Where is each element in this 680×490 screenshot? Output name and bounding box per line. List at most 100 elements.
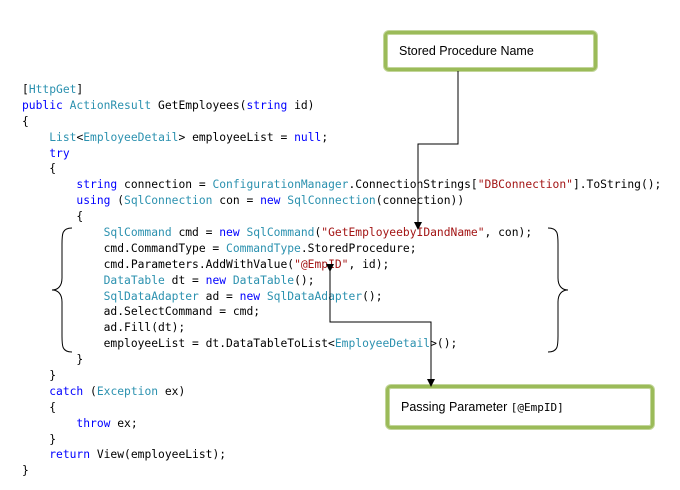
code-token: ; bbox=[321, 130, 329, 144]
code-token: >(); bbox=[430, 337, 458, 351]
stored-procedure-arrow bbox=[414, 71, 459, 230]
passing-parameter-name: [@EmpID] bbox=[510, 400, 564, 414]
code-token: } bbox=[22, 353, 84, 367]
code-token: string bbox=[76, 178, 118, 192]
code-token: connection = bbox=[117, 178, 213, 192]
code-token: SqlDataAdapter bbox=[103, 289, 199, 303]
code-token: new bbox=[205, 273, 227, 287]
code-line: try bbox=[22, 146, 661, 162]
passing-parameter-arrow bbox=[326, 264, 435, 387]
code-token: ] bbox=[76, 83, 84, 96]
code-token: new bbox=[239, 289, 261, 303]
code-token: ad.Fill(dt); bbox=[22, 321, 186, 335]
code-line: SqlCommand cmd = new SqlCommand("GetEmpl… bbox=[22, 225, 661, 241]
code-token: (connection)) bbox=[375, 194, 465, 208]
code-token: "GetEmployeebyIDandName" bbox=[321, 226, 485, 240]
code-token: public bbox=[22, 98, 70, 112]
code-token: CommandType bbox=[226, 241, 301, 255]
left-brace bbox=[51, 227, 73, 353]
code-line: throw ex; bbox=[22, 416, 661, 432]
code-token: ex) bbox=[158, 384, 186, 398]
code-line: cmd.CommandType = CommandType.StoredProc… bbox=[22, 241, 661, 257]
code-token: > employeeList = bbox=[178, 130, 295, 144]
code-token: [ bbox=[22, 83, 29, 96]
code-block: [HttpGet]public ActionResult GetEmployee… bbox=[22, 82, 661, 479]
code-token: { bbox=[22, 210, 84, 224]
code-token: } bbox=[22, 369, 57, 383]
code-token: SqlConnection bbox=[287, 194, 376, 208]
code-line: ad.Fill(dt); bbox=[22, 320, 661, 336]
code-token: cmd = bbox=[171, 226, 220, 240]
code-token: SqlCommand bbox=[103, 226, 172, 240]
code-token: ].ToString(); bbox=[572, 178, 662, 192]
code-token: ActionResult bbox=[69, 98, 152, 112]
code-token: View(employeeList); bbox=[90, 448, 227, 462]
code-token: return bbox=[49, 448, 91, 462]
right-brace bbox=[547, 227, 569, 353]
code-line: List<EmployeeDetail> employeeList = null… bbox=[22, 130, 661, 146]
code-token: new bbox=[260, 194, 281, 208]
code-line: { bbox=[22, 400, 661, 416]
code-line: { bbox=[22, 209, 661, 225]
code-token: cmd.Parameters.AddWithValue( bbox=[22, 257, 295, 271]
code-token: new bbox=[219, 226, 240, 240]
code-line: DataTable dt = new DataTable(); bbox=[22, 273, 661, 289]
passing-parameter-label: Passing Parameter bbox=[401, 400, 511, 414]
code-token: cmd.CommandType = bbox=[22, 241, 227, 255]
passing-parameter-callout: Passing Parameter [@EmpID] bbox=[386, 385, 654, 429]
code-line: { bbox=[22, 114, 661, 130]
code-token: ( bbox=[314, 226, 322, 240]
code-line: ad.SelectCommand = cmd; bbox=[22, 304, 661, 320]
code-token: { bbox=[22, 162, 57, 176]
code-token: GetEmployees( bbox=[151, 98, 247, 112]
code-token: string bbox=[246, 98, 288, 112]
code-token: null bbox=[294, 130, 322, 144]
code-token: SqlConnection bbox=[124, 194, 213, 208]
code-token: , con); bbox=[484, 226, 533, 240]
code-token: .StoredProcedure; bbox=[300, 241, 417, 255]
code-token: ( bbox=[110, 194, 125, 208]
code-token: ( bbox=[83, 384, 97, 398]
code-line: public ActionResult GetEmployees(string … bbox=[22, 98, 661, 114]
code-token: .ConnectionStrings[ bbox=[348, 178, 478, 192]
code-token: { bbox=[22, 114, 29, 128]
code-token: DataTable bbox=[232, 273, 295, 287]
code-line: return View(employeeList); bbox=[22, 447, 661, 463]
code-token: ad.SelectCommand = cmd; bbox=[22, 305, 261, 319]
code-token: EmployeeDetail bbox=[83, 130, 179, 144]
code-line: { bbox=[22, 161, 661, 177]
stored-procedure-callout: Stored Procedure Name bbox=[384, 31, 597, 71]
code-token: } bbox=[22, 432, 57, 446]
code-token: } bbox=[22, 464, 29, 478]
stored-procedure-label: Stored Procedure Name bbox=[399, 44, 534, 58]
code-line: } bbox=[22, 463, 661, 479]
code-token: using bbox=[76, 194, 111, 208]
code-token: catch bbox=[49, 384, 84, 398]
code-token: dt = bbox=[164, 273, 206, 287]
code-token: ex; bbox=[110, 416, 138, 430]
code-token: HttpGet bbox=[28, 83, 77, 96]
code-token: ad = bbox=[198, 289, 240, 303]
code-token: employeeList = dt.DataTableToList< bbox=[22, 337, 335, 351]
code-token: DataTable bbox=[103, 273, 165, 287]
code-token: try bbox=[49, 146, 70, 160]
code-token: (); bbox=[294, 273, 315, 287]
code-line: using (SqlConnection con = new SqlConnec… bbox=[22, 193, 661, 209]
code-token: throw bbox=[76, 416, 111, 430]
code-line: [HttpGet] bbox=[22, 82, 661, 98]
code-line: } bbox=[22, 352, 661, 368]
code-line: } bbox=[22, 432, 661, 448]
code-token: { bbox=[22, 400, 57, 414]
code-line: } bbox=[22, 368, 661, 384]
code-line: string connection = ConfigurationManager… bbox=[22, 177, 661, 193]
code-token: id) bbox=[287, 98, 315, 112]
code-token: ConfigurationManager bbox=[212, 178, 349, 192]
code-token: SqlCommand bbox=[246, 226, 315, 240]
code-line: catch (Exception ex) bbox=[22, 384, 661, 400]
code-token: "DBConnection" bbox=[477, 178, 573, 192]
code-token: < bbox=[76, 130, 84, 144]
code-token: List bbox=[49, 130, 77, 144]
code-token: con = bbox=[212, 194, 261, 208]
code-token: Exception bbox=[96, 384, 159, 398]
